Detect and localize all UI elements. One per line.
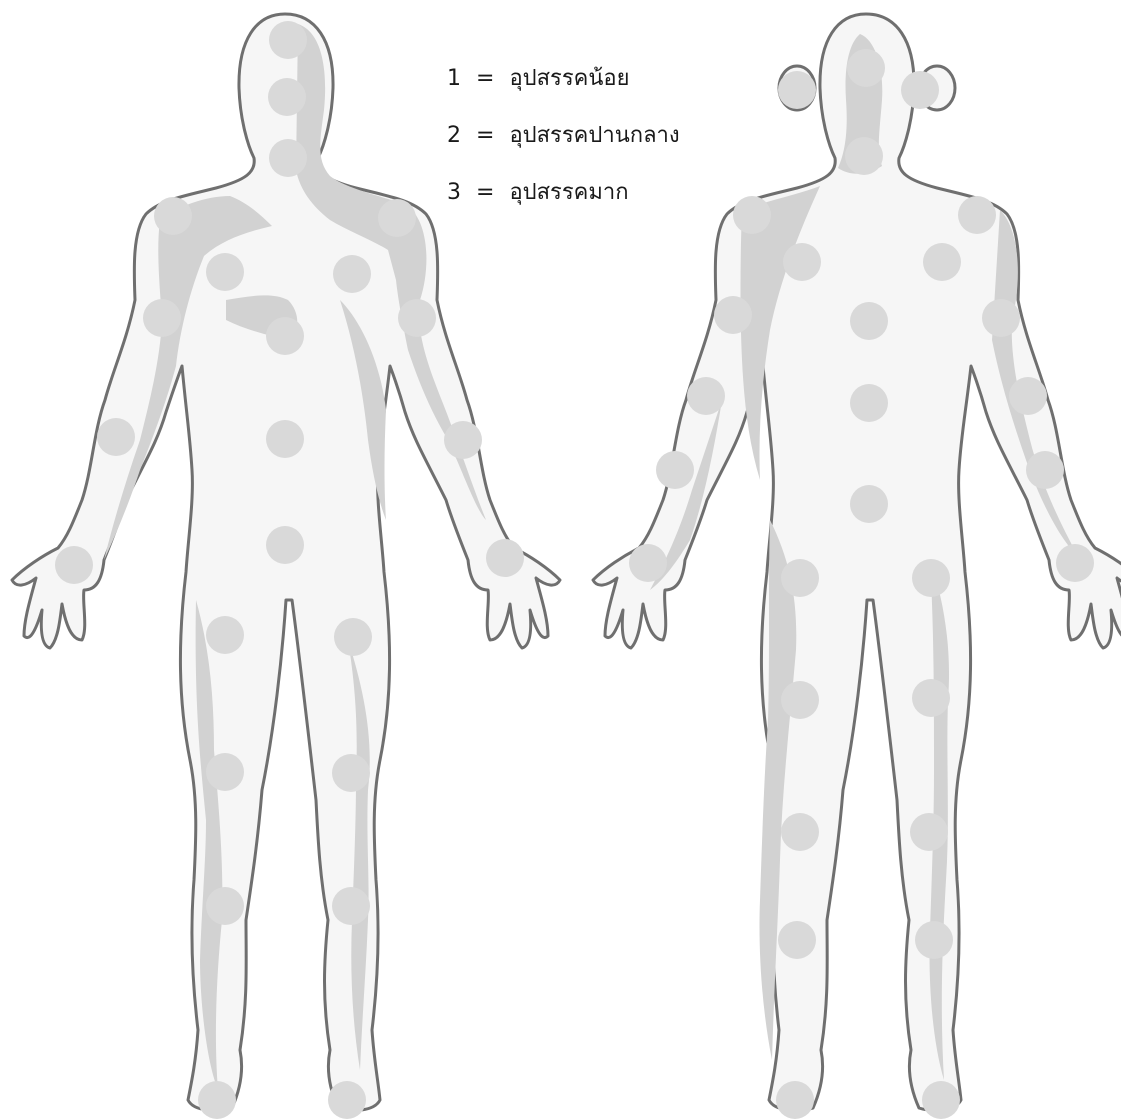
back-marker-23	[912, 679, 950, 717]
legend-item-3: 3 = อุปสรรคมาก	[447, 164, 680, 221]
legend-label: อุปสรรคน้อย	[509, 66, 629, 91]
front-marker-19	[206, 753, 244, 791]
back-marker-2	[778, 71, 816, 109]
front-marker-14	[55, 546, 93, 584]
legend-item-1: 1 = อุปสรรคน้อย	[447, 50, 680, 107]
back-marker-4	[845, 137, 883, 175]
front-marker-12	[444, 421, 482, 459]
back-marker-22	[781, 681, 819, 719]
back-marker-10	[982, 299, 1020, 337]
legend-number: 3	[447, 180, 461, 205]
back-marker-18	[629, 544, 667, 582]
back-marker-24	[781, 813, 819, 851]
front-marker-3	[269, 139, 307, 177]
front-marker-23	[198, 1081, 236, 1119]
back-marker-12	[687, 377, 725, 415]
back-marker-29	[922, 1081, 960, 1119]
front-marker-4	[154, 197, 192, 235]
back-marker-27	[915, 921, 953, 959]
back-marker-16	[1026, 451, 1064, 489]
legend-number: 1	[447, 66, 461, 91]
front-marker-7	[333, 255, 371, 293]
back-marker-8	[923, 243, 961, 281]
front-marker-13	[266, 420, 304, 458]
front-marker-5	[378, 199, 416, 237]
front-marker-10	[266, 317, 304, 355]
back-marker-15	[656, 451, 694, 489]
back-marker-28	[776, 1081, 814, 1119]
legend-separator: =	[476, 180, 494, 205]
legend-number: 2	[447, 123, 461, 148]
front-marker-8	[143, 299, 181, 337]
back-marker-5	[733, 196, 771, 234]
front-marker-15	[486, 539, 524, 577]
legend-item-2: 2 = อุปสรรคปานกลาง	[447, 107, 680, 164]
front-marker-24	[328, 1081, 366, 1119]
legend-label: อุปสรรคปานกลาง	[509, 123, 679, 148]
back-marker-13	[1009, 377, 1047, 415]
back-marker-20	[781, 559, 819, 597]
front-marker-22	[332, 887, 370, 925]
front-marker-11	[97, 418, 135, 456]
front-marker-18	[334, 618, 372, 656]
back-marker-9	[714, 296, 752, 334]
front-marker-16	[266, 526, 304, 564]
front-marker-9	[398, 299, 436, 337]
back-marker-6	[958, 196, 996, 234]
back-marker-26	[778, 921, 816, 959]
legend-label: อุปสรรคมาก	[509, 180, 628, 205]
legend-separator: =	[476, 66, 494, 91]
front-marker-6	[206, 253, 244, 291]
front-marker-1	[269, 21, 307, 59]
back-marker-19	[1056, 544, 1094, 582]
back-marker-25	[910, 813, 948, 851]
front-marker-21	[206, 887, 244, 925]
back-marker-11	[850, 302, 888, 340]
front-marker-2	[268, 78, 306, 116]
front-marker-20	[332, 754, 370, 792]
back-marker-7	[783, 243, 821, 281]
severity-legend: 1 = อุปสรรคน้อย 2 = อุปสรรคปานกลาง 3 = อ…	[447, 50, 680, 221]
back-marker-17	[850, 485, 888, 523]
back-marker-3	[901, 71, 939, 109]
front-marker-17	[206, 616, 244, 654]
back-marker-1	[847, 49, 885, 87]
back-marker-21	[912, 559, 950, 597]
legend-separator: =	[476, 123, 494, 148]
back-marker-14	[850, 384, 888, 422]
